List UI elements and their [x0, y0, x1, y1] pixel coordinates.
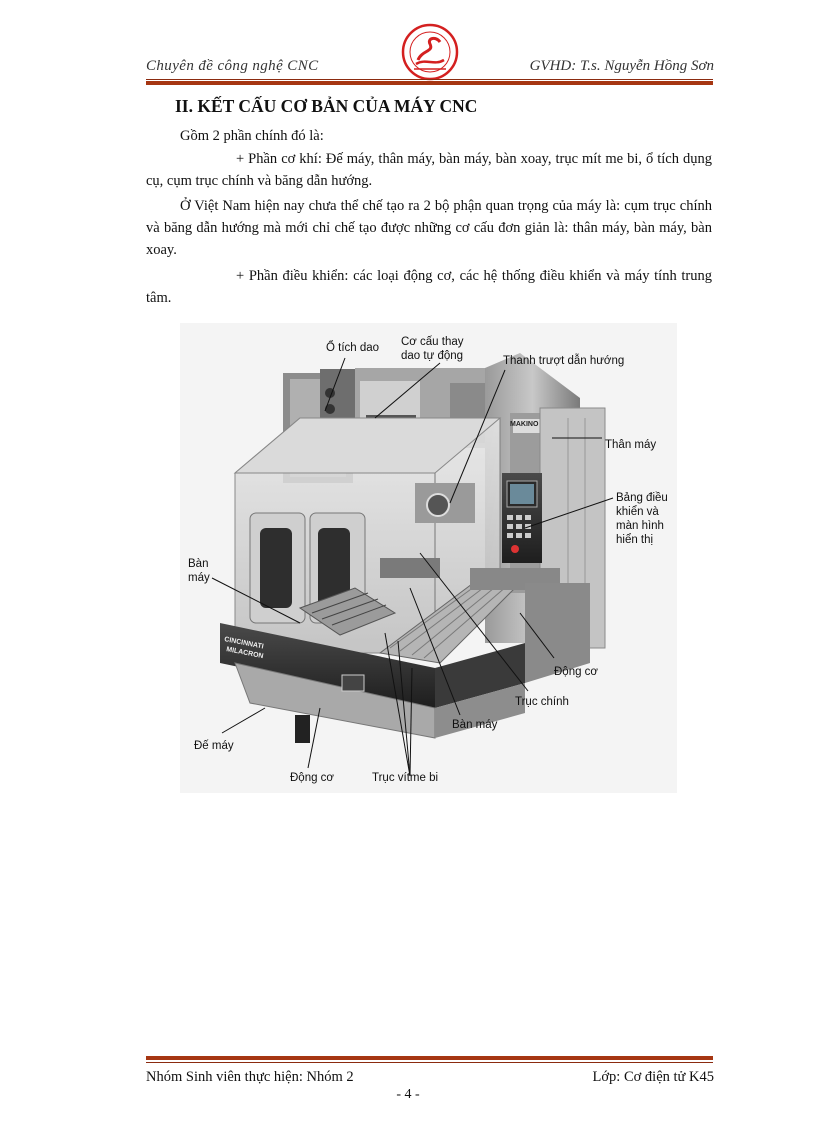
label-o-tich-dao: Ổ tích dao: [326, 342, 380, 354]
footer-class: Lớp: Cơ điện tử K45: [592, 1069, 714, 1085]
header-course-title: Chuyên đề công nghệ CNC: [146, 58, 319, 74]
header-rule-thin: [146, 79, 713, 80]
label-than-may: Thân máy: [605, 439, 657, 451]
label-thanh-truot-dan-huong: Thanh trượt dẫn hướng: [503, 355, 625, 367]
paragraph-control: + Phần điều khiển: các loại động cơ, các…: [146, 268, 712, 306]
header-rule-thick: [146, 81, 713, 85]
label-ban-may-left: Bàn máy: [188, 558, 210, 584]
paragraph-mechanical: + Phần cơ khí: Đế máy, thân máy, bàn máy…: [146, 151, 712, 189]
label-co-cau-thay-dao: Cơ cấu thay dao tự động: [401, 336, 464, 362]
paragraph-intro: Gồm 2 phần chính đó là:: [180, 128, 324, 144]
footer-rule-thick: [146, 1056, 713, 1060]
cnc-machine-figure: MAKINO CINCINNATI MILACRON Ổ t: [180, 323, 677, 793]
university-logo-icon: [401, 23, 459, 81]
page-number: - 4 -: [396, 1087, 420, 1102]
paragraph-vietnam: Ở Việt Nam hiện nay chưa thể chế tạo ra …: [146, 198, 712, 258]
label-dong-co-bottom: Động cơ: [290, 772, 334, 784]
footer-group: Nhóm Sinh viên thực hiện: Nhóm 2: [146, 1069, 354, 1085]
label-bang-dieu-khien: Bảng điều khiển và màn hình hiển thị: [616, 492, 668, 546]
label-dong-co-right: Động cơ: [554, 666, 598, 678]
footer-rule-thin: [146, 1062, 713, 1063]
label-truc-vitme-bi: Trục vítme bi: [372, 772, 439, 784]
label-truc-chinh: Trục chính: [515, 696, 569, 708]
section-title: II. KẾT CẤU CƠ BẢN CỦA MÁY CNC: [175, 96, 478, 116]
header-advisor: GVHD: T.s. Nguyễn Hồng Sơn: [529, 58, 714, 74]
label-ban-may-bottom: Bàn máy: [452, 719, 498, 731]
label-de-may: Đế máy: [194, 740, 234, 752]
machine-brand-text: MAKINO: [510, 421, 539, 428]
cnc-machine-illustration: MAKINO CINCINNATI MILACRON: [180, 323, 677, 793]
